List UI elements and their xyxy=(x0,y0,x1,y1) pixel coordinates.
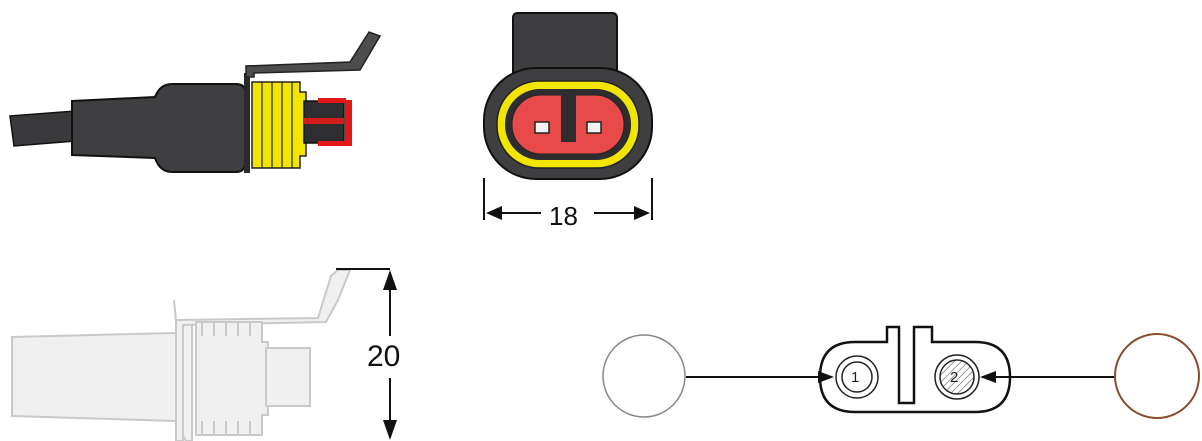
pinout-housing xyxy=(818,325,1012,414)
pin-1-label: 1 xyxy=(851,369,860,386)
arrowhead-pin-2 xyxy=(980,371,996,383)
arrowhead-up xyxy=(383,270,397,290)
height-dimension-label: 20 xyxy=(367,340,401,373)
wire-circle-left xyxy=(602,334,686,418)
arrowhead-pin-1 xyxy=(818,371,834,383)
width-dimension-label: 18 xyxy=(549,201,578,231)
cable xyxy=(9,110,76,147)
connector-side-outline xyxy=(11,269,352,441)
center-key xyxy=(561,94,576,142)
wire-circle-right xyxy=(1114,333,1200,419)
connector-front-view xyxy=(483,12,653,180)
pin-2-label: 2 xyxy=(950,369,959,386)
connector-side-view xyxy=(9,31,382,173)
arrowhead-down xyxy=(383,420,397,440)
pin-2-hatched xyxy=(939,359,975,395)
yellow-seal xyxy=(251,81,307,169)
back-plate xyxy=(244,73,250,173)
cable-boot xyxy=(71,83,246,173)
pin-slot-2 xyxy=(586,121,602,134)
arrowhead-right xyxy=(634,206,650,220)
red-face-stripe xyxy=(318,98,346,103)
arrowhead-left xyxy=(486,206,502,220)
latch-arm xyxy=(245,31,382,78)
pin-slot-1 xyxy=(534,121,550,134)
